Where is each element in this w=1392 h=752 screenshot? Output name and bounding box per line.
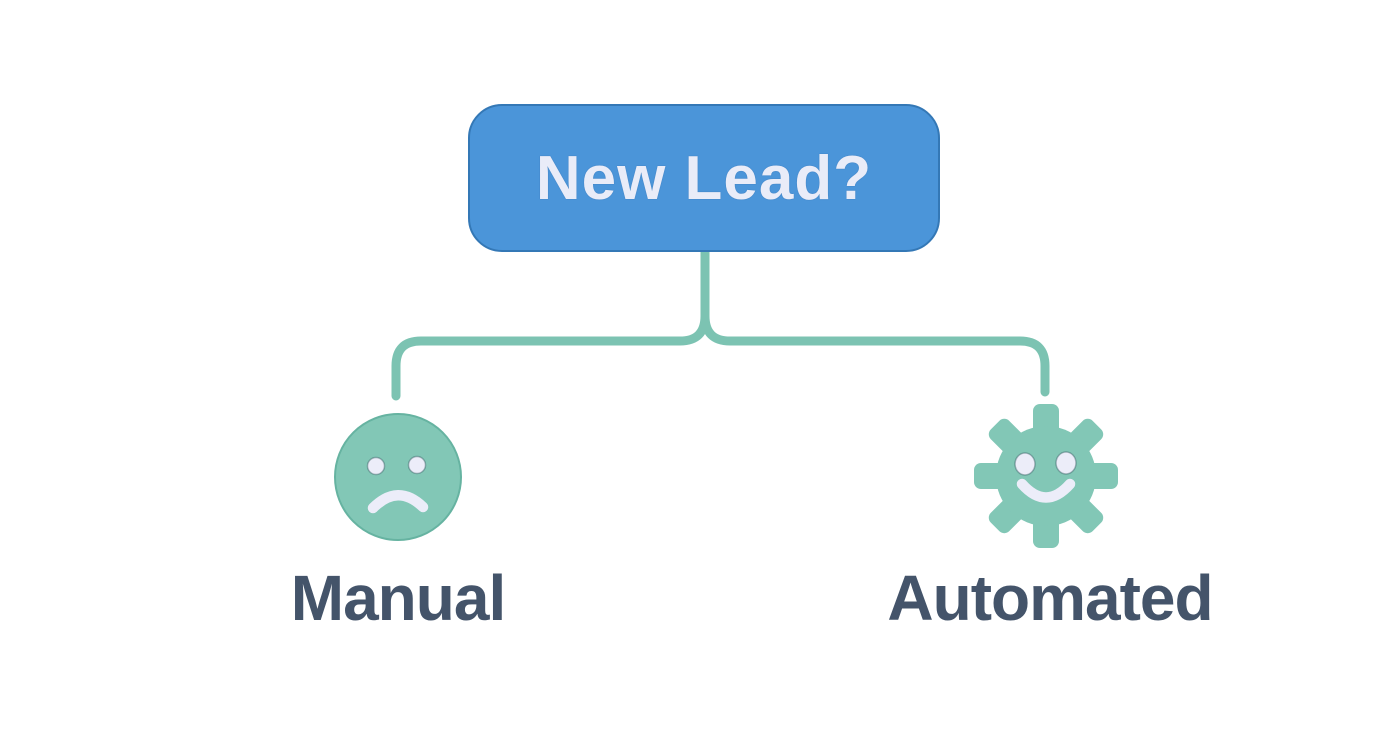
branch-label-manual: Manual [290,562,506,634]
gear-left-eye [1014,452,1036,476]
sad-face-right-eye [407,455,427,475]
branch-label-automated: Automated [887,562,1213,634]
sad-face-icon [334,413,462,541]
sad-face-left-eye [366,456,386,476]
decision-node[interactable]: New Lead? [468,104,940,252]
gear-body [974,404,1118,548]
sad-face-frown [367,490,429,514]
connector-left-branch [391,245,710,401]
sad-face-circle [334,413,462,541]
decision-node-label: New Lead? [535,143,873,213]
gear-smiley-icon [974,404,1118,548]
gear-smile [1016,478,1076,503]
connector-right-branch [700,245,1050,397]
gear-right-eye [1055,451,1077,475]
